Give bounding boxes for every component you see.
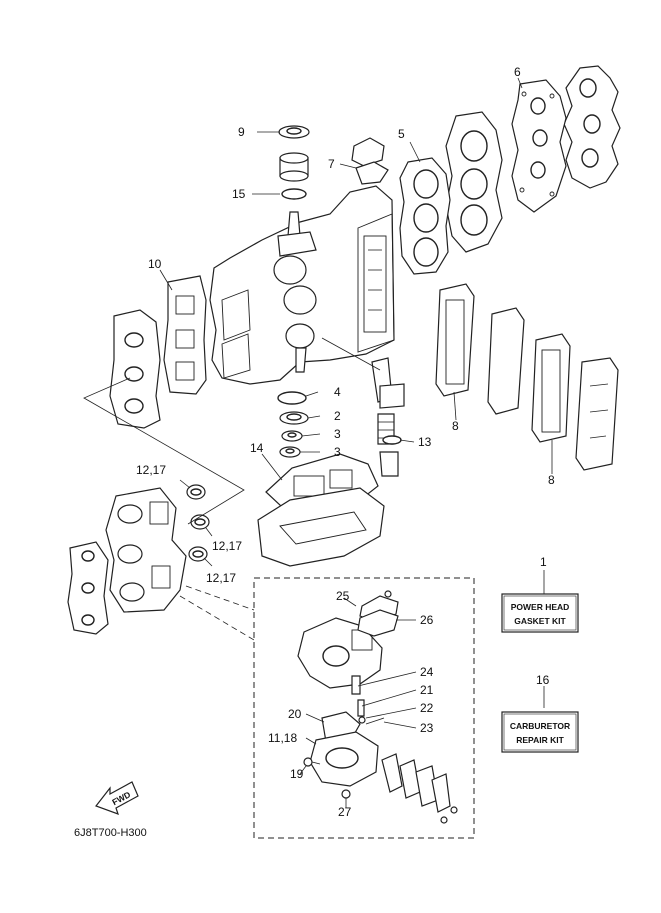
cylinder-head-cover-gasket bbox=[511, 79, 567, 213]
exhaust-cover-gasket-2 bbox=[531, 333, 571, 443]
callout-24: 24 bbox=[420, 665, 434, 679]
o-ring-15 bbox=[281, 188, 307, 200]
oil-seal-2 bbox=[279, 411, 309, 425]
jet-24 bbox=[351, 675, 361, 695]
callout-19: 19 bbox=[290, 767, 304, 781]
callout-12-17a: 12,17 bbox=[136, 463, 166, 477]
intake-manifold-gasket bbox=[163, 275, 207, 395]
screw-25 bbox=[384, 590, 392, 598]
cylinder-head bbox=[445, 111, 503, 253]
callout-11-18: 11,18 bbox=[268, 731, 297, 745]
callout-3a: 3 bbox=[334, 427, 341, 441]
power-head-kit-line1: POWER HEAD bbox=[511, 602, 570, 612]
callout-26: 26 bbox=[420, 613, 434, 627]
carburetor-stack bbox=[105, 487, 187, 613]
callout-6: 6 bbox=[514, 65, 521, 79]
leader-12-17c bbox=[203, 557, 213, 567]
callout-8b: 8 bbox=[548, 473, 555, 487]
callout-12-17c: 12,17 bbox=[206, 571, 236, 585]
carburetor-gasket-plate bbox=[67, 541, 109, 635]
pin-23 bbox=[365, 717, 385, 725]
callout-14: 14 bbox=[250, 441, 264, 455]
fuel-pump-assembly bbox=[381, 753, 458, 824]
leader-12-17a bbox=[179, 479, 191, 489]
intake-manifold bbox=[109, 309, 161, 429]
hose-clamp-1 bbox=[186, 484, 206, 500]
drain-plug-27 bbox=[341, 789, 351, 799]
hose-clamp-3 bbox=[188, 546, 208, 562]
carburetor-repair-kit-box: CARBURETOR REPAIR KIT bbox=[501, 711, 579, 753]
oil-seal-3a bbox=[281, 430, 303, 442]
callout-22: 22 bbox=[420, 701, 434, 715]
callout-27: 27 bbox=[338, 805, 352, 819]
callout-10: 10 bbox=[148, 257, 162, 271]
detail-link-1 bbox=[185, 585, 255, 611]
group-bracket-line bbox=[83, 377, 245, 525]
callout-5: 5 bbox=[398, 127, 405, 141]
cover-plate-26 bbox=[357, 595, 399, 637]
cylinder-head-cover-plate bbox=[563, 65, 621, 189]
cylinder-head-gasket bbox=[399, 157, 451, 275]
carburetor-body bbox=[297, 617, 383, 689]
callout-25: 25 bbox=[336, 589, 350, 603]
callout-2: 2 bbox=[334, 409, 341, 423]
needle-21-22 bbox=[357, 699, 366, 724]
screw-19 bbox=[303, 757, 321, 767]
callout-4: 4 bbox=[334, 385, 341, 399]
thermostat-assembly bbox=[371, 357, 405, 477]
callout-3b: 3 bbox=[334, 445, 341, 459]
callout-1: 1 bbox=[540, 555, 547, 569]
callout-20: 20 bbox=[288, 707, 302, 721]
cylinder-block bbox=[209, 185, 395, 385]
exhaust-cover-1 bbox=[487, 307, 525, 415]
oil-seal-3b bbox=[279, 446, 301, 458]
oil-seal-9 bbox=[278, 125, 310, 139]
callout-15: 15 bbox=[232, 187, 246, 201]
o-ring-4 bbox=[277, 391, 307, 405]
leader-12-17b bbox=[205, 527, 213, 537]
exhaust-cover-2 bbox=[575, 357, 619, 471]
carburetor-kit-line1: CARBURETOR bbox=[510, 721, 570, 731]
crankshaft bbox=[273, 211, 317, 373]
leader-block-thermostat bbox=[321, 337, 381, 371]
diagram-code: 6J8T700-H300 bbox=[74, 827, 147, 839]
leader-lines bbox=[159, 77, 553, 808]
callout-9: 9 bbox=[238, 125, 245, 139]
hose-clamp-2 bbox=[190, 514, 210, 530]
callout-16: 16 bbox=[536, 673, 550, 687]
carburetor-detail-box bbox=[253, 577, 475, 839]
callout-8a: 8 bbox=[452, 419, 459, 433]
bearing-housing bbox=[279, 152, 309, 182]
carburetor-kit-line2: REPAIR KIT bbox=[516, 735, 564, 745]
fwd-arrow-icon: FWD bbox=[95, 781, 139, 815]
callout-13: 13 bbox=[418, 435, 432, 449]
anode-cover bbox=[351, 137, 389, 185]
float-chamber-11-18 bbox=[309, 731, 379, 787]
power-head-kit-line2: GASKET KIT bbox=[514, 616, 566, 626]
power-head-gasket-kit-box: POWER HEAD GASKET KIT bbox=[501, 593, 579, 633]
callout-23: 23 bbox=[420, 721, 434, 735]
exhaust-guide bbox=[257, 487, 385, 567]
exhaust-cover-gasket-1 bbox=[435, 283, 475, 397]
detail-link-2 bbox=[179, 595, 255, 641]
callout-12-17b: 12,17 bbox=[212, 539, 242, 553]
callout-21: 21 bbox=[420, 683, 434, 697]
callout-7: 7 bbox=[328, 157, 335, 171]
